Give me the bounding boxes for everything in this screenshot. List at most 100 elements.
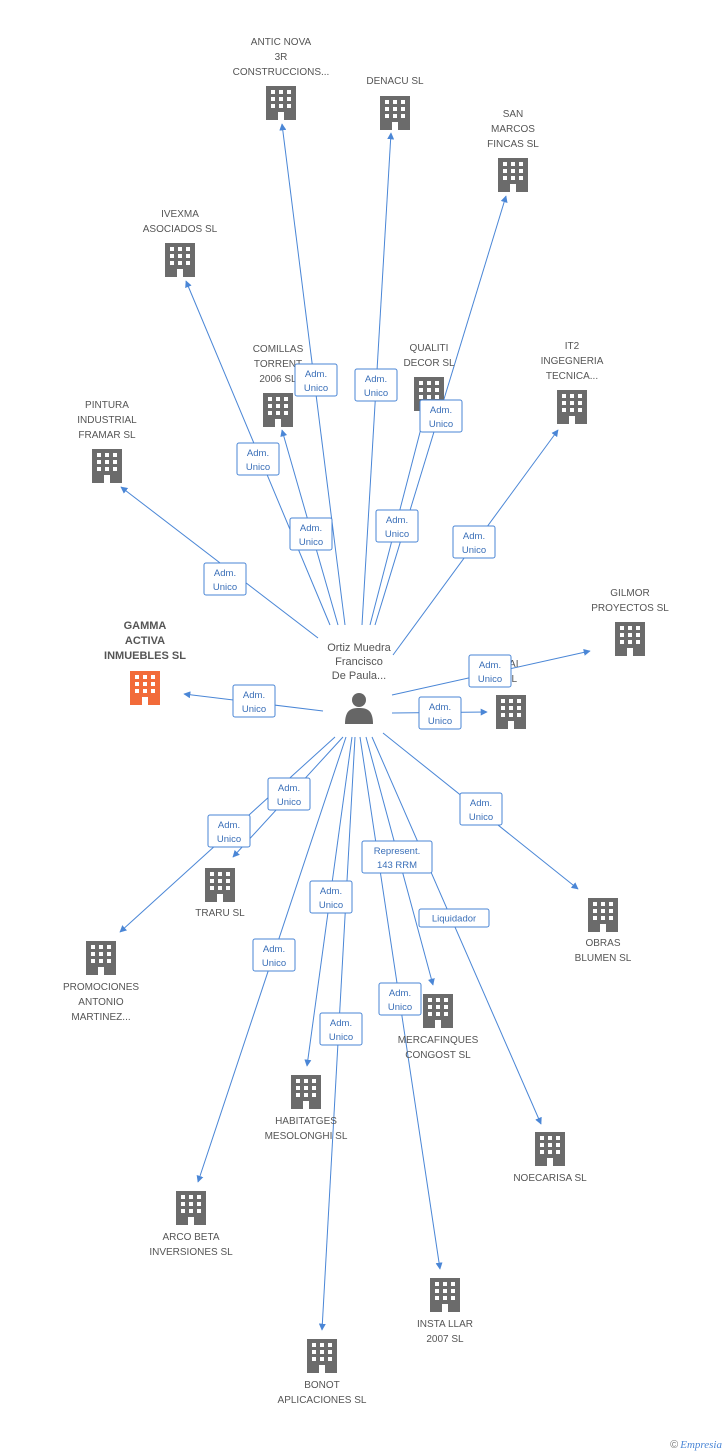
edge-label-text: Adm. xyxy=(278,783,300,794)
edge-label-box xyxy=(418,696,462,730)
edge-label-text: Unico xyxy=(277,797,301,808)
company-label: QUALITI xyxy=(410,343,449,354)
company-label: GILMOR xyxy=(610,588,649,599)
edge-label-box xyxy=(252,938,296,972)
edge-label-antic[interactable]: Adm.Unico xyxy=(294,363,338,397)
company-label: ACTIVA xyxy=(125,635,165,647)
edge-label-text: Represent. xyxy=(374,846,420,857)
building-icon xyxy=(498,158,528,192)
brand-logo: Empresia xyxy=(680,1439,722,1451)
building-icon xyxy=(263,393,293,427)
edge-label-traru[interactable]: Adm. Unico xyxy=(267,777,311,811)
edge-label-box xyxy=(207,814,251,848)
edge-label-text: Adm. xyxy=(389,988,411,999)
company-label: INSTA LLAR xyxy=(417,1319,473,1330)
company-label: MARTINEZ... xyxy=(71,1012,130,1023)
company-label: MESOLONGHI SL xyxy=(265,1131,348,1142)
edge-label-text: Adm. xyxy=(247,448,269,459)
edge-label-gamma[interactable]: Adm.Unico xyxy=(232,684,276,718)
edge-label-text: Unico xyxy=(462,545,486,556)
edge-label-ivexma[interactable]: Adm.Unico xyxy=(236,442,280,476)
edge-label-denacu[interactable]: Adm.Unico xyxy=(354,368,398,402)
edge-label-bonot[interactable]: Adm.Unico xyxy=(319,1012,363,1046)
company-label: IT2 xyxy=(565,341,580,352)
company-node-noecarisa[interactable]: NOECARISA SL xyxy=(513,1132,587,1184)
edge-label-sanmarcos[interactable]: Adm.Unico xyxy=(375,509,419,543)
building-icon xyxy=(205,868,235,902)
company-label: INVERSIONES SL xyxy=(149,1247,233,1258)
edge-label-box xyxy=(309,880,353,914)
company-label: CONGOST SL xyxy=(405,1050,471,1061)
edge-label-noecarisa[interactable]: Liquidador xyxy=(418,908,490,928)
edge-label-lai[interactable]: Adm.Unico xyxy=(418,696,462,730)
company-label: INDUSTRIAL xyxy=(77,415,137,426)
edge-label-qualiti[interactable]: Adm. Unico xyxy=(419,399,463,433)
edge-label-box xyxy=(459,792,503,826)
company-label: GAMMA xyxy=(124,620,167,632)
company-node-antic[interactable]: ANTIC NOVA3RCONSTRUCCIONS... xyxy=(233,37,330,120)
company-label: DECOR SL xyxy=(403,358,455,369)
edge-label-box xyxy=(378,982,422,1016)
edge-label-text: Adm. xyxy=(218,820,240,831)
edge-label-arcobeta[interactable]: Adm.Unico xyxy=(252,938,296,972)
edge-label-mercafinques[interactable]: Represent.143 RRM xyxy=(361,840,433,874)
company-label: TECNICA... xyxy=(546,371,598,382)
company-label: SAN xyxy=(503,109,524,120)
company-label: APLICACIONES SL xyxy=(278,1395,367,1406)
company-label: BLUMEN SL xyxy=(575,953,632,964)
company-label: PINTURA xyxy=(85,400,129,411)
edge-label-box xyxy=(203,562,247,596)
edge-label-it2[interactable]: Adm.Unico xyxy=(452,525,496,559)
company-label: INMUEBLES SL xyxy=(104,650,186,662)
edge-label-text: Unico xyxy=(469,812,493,823)
brand-footer[interactable]: ©Empresia xyxy=(670,1439,722,1451)
edge-label-text: Unico xyxy=(388,1002,412,1013)
edge-label-box xyxy=(232,684,276,718)
building-icon xyxy=(430,1278,460,1312)
company-label: INGEGNERIA xyxy=(541,356,604,367)
company-label: 2006 SL xyxy=(259,374,297,385)
edge-label-text: Unico xyxy=(329,1032,353,1043)
company-label: TRARU SL xyxy=(195,908,245,919)
edge-label-text: Unico xyxy=(299,537,323,548)
building-icon xyxy=(86,941,116,975)
edge-label-text: Unico xyxy=(429,419,453,430)
building-icon xyxy=(266,86,296,120)
company-node-traru[interactable]: TRARU SL xyxy=(195,868,245,919)
edge-label-pintura[interactable]: Adm.Unico xyxy=(203,562,247,596)
edge-labels-layer: Adm.UnicoAdm.UnicoAdm.UnicoAdm.UnicoAdm.… xyxy=(203,363,512,1046)
company-label: ANTIC NOVA xyxy=(251,37,312,48)
company-label: MARCOS xyxy=(491,124,535,135)
company-node-bonot[interactable]: BONOT APLICACIONES SL xyxy=(278,1339,367,1406)
company-node-gamma[interactable]: GAMMA ACTIVA INMUEBLES SL xyxy=(104,620,186,705)
company-node-qualiti[interactable]: QUALITI DECOR SL xyxy=(403,343,455,411)
company-node-promociones[interactable]: PROMOCIONESANTONIOMARTINEZ... xyxy=(63,941,139,1023)
company-node-denacu[interactable]: DENACU SL xyxy=(366,76,424,130)
building-icon xyxy=(535,1132,565,1166)
edge-label-obras[interactable]: Adm.Unico xyxy=(459,792,503,826)
edge-label-habitatges[interactable]: Adm.Unico xyxy=(309,880,353,914)
edge-label-comillas[interactable]: Adm.Unico xyxy=(289,517,333,551)
edge-label-text: Adm. xyxy=(430,405,452,416)
company-label: TORRENT xyxy=(254,359,302,370)
edge-label-gilmor[interactable]: Adm.Unico xyxy=(468,654,512,688)
edge-label-promociones[interactable]: Adm.Unico xyxy=(207,814,251,848)
edge-label-box xyxy=(418,908,490,928)
edge-label-box xyxy=(319,1012,363,1046)
edge-label-instalar[interactable]: Adm. Unico xyxy=(378,982,422,1016)
edge-label-text: Unico xyxy=(242,704,266,715)
company-label: BONOT xyxy=(304,1380,340,1391)
company-label: NOECARISA SL xyxy=(513,1173,587,1184)
